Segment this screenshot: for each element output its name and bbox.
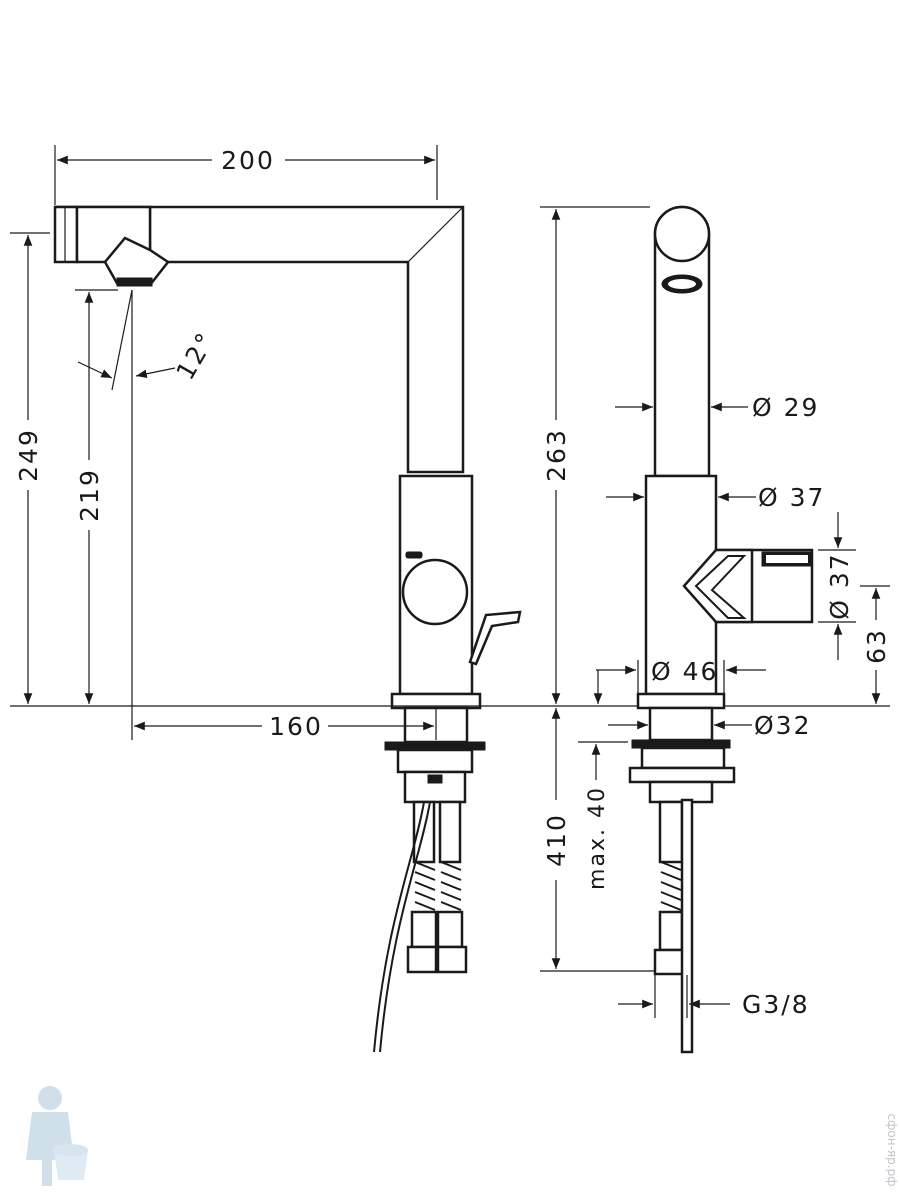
dim-spout-reach: 200 [221,146,275,175]
aerator-outlet [116,277,153,287]
dim-body-diameter: Ø 37 [758,483,825,512]
front-pull-rod [680,798,694,1054]
front-shank [648,706,714,742]
hose-right [438,800,462,864]
front-dimensions: 263 Ø 29 Ø 37 Ø 37 63 Ø 46 Ø32 [540,206,891,1019]
front-base [636,692,726,710]
front-view [628,205,814,1054]
knob-mark [405,551,423,559]
dim-max-thickness: max. 40 [585,786,610,890]
front-hose [658,800,684,864]
popup-lever [468,610,522,666]
pull-rod [379,801,431,1053]
dim-handle-height: 63 [862,628,891,664]
side-view [53,205,522,1053]
side-dimensions: 200 249 219 12° 160 [10,145,890,741]
spout-miter-line [407,206,464,263]
dim-total-height: 249 [14,428,43,482]
dim-base-diameter: Ø 46 [651,657,718,686]
connector-left [406,945,438,974]
dim-front-height: 263 [542,428,571,482]
handle-knob [401,558,469,626]
dim-shank-diameter: Ø32 [754,711,812,740]
dim-thread: G3/8 [742,990,810,1019]
dim-hose-length: 410 [542,813,571,867]
dim-outlet-height: 219 [75,468,104,522]
watermark-site: сфон-яр.рф [885,1114,899,1187]
watermark-logo [26,1086,88,1186]
dim-spray-angle: 12° [171,327,221,385]
nut [396,748,474,774]
dim-center-to-outlet: 160 [269,712,323,741]
front-nut [640,746,726,770]
connector-right [436,945,468,974]
spout-tip [53,205,79,264]
dim-handle-diameter: Ø 37 [825,552,854,619]
dim-spout-diameter: Ø 29 [752,393,819,422]
